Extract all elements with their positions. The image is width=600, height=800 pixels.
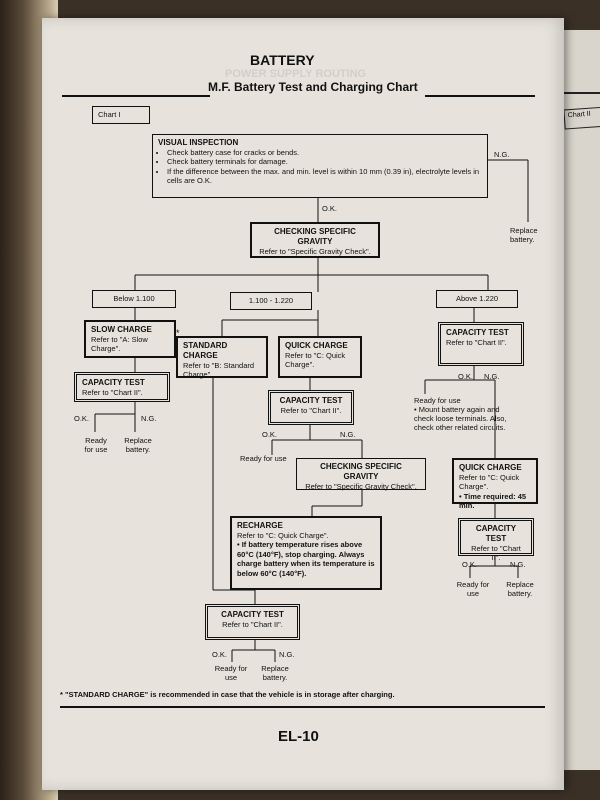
quick-charge-time-text: Time required: 45 min. xyxy=(459,491,527,511)
visual-inspection-item: Check battery terminals for damage. xyxy=(167,157,482,166)
ok-label: O.K. xyxy=(458,372,474,381)
quick-charge-heading: QUICK CHARGE xyxy=(285,341,348,350)
capacity-test-box-mid: CAPACITY TEST Refer to "Chart II". xyxy=(268,390,354,425)
footnote: * "STANDARD CHARGE" is recommended in ca… xyxy=(60,690,395,699)
specific-gravity-heading: CHECKING SPECIFIC GRAVITY xyxy=(320,462,402,481)
standard-charge-ref: Refer to "B: Standard Charge". xyxy=(183,361,255,380)
slow-charge-heading: SLOW CHARGE xyxy=(91,325,152,334)
quick-charge-heading: QUICK CHARGE xyxy=(459,463,522,472)
recharge-ref: Refer to "C: Quick Charge". xyxy=(237,531,329,540)
bleed-through-text: POWER SUPPLY ROUTING xyxy=(225,68,367,80)
range-above-box: Above 1.220 xyxy=(436,290,518,308)
capacity-test-heading: CAPACITY TEST xyxy=(221,610,284,619)
capacity-test-ref: Refer to "Chart II". xyxy=(471,544,521,563)
capacity-test-heading: CAPACITY TEST xyxy=(279,396,343,405)
ng-label: N.G. xyxy=(494,150,510,159)
ng-label: N.G. xyxy=(340,430,356,439)
ready-for-use-label: Ready for use xyxy=(456,580,490,598)
ready-note-text: Mount battery again and check loose term… xyxy=(414,405,507,432)
visual-inspection-list: Check battery case for cracks or bends. … xyxy=(158,148,482,186)
specific-gravity-ref: Refer to "Specific Gravity Check". xyxy=(305,482,417,491)
recharge-note-text: If battery temperature rises above 60°C … xyxy=(237,540,375,578)
facing-page-rule xyxy=(558,92,600,94)
capacity-test-box-bottom: CAPACITY TEST Refer to "Chart II". xyxy=(205,604,300,640)
visual-inspection-heading: VISUAL INSPECTION xyxy=(158,138,239,147)
standard-charge-box: STANDARD CHARGE Refer to "B: Standard Ch… xyxy=(176,336,268,380)
quick-charge-ref: Refer to "C: Quick Charge". xyxy=(285,351,346,370)
manual-page xyxy=(42,18,564,790)
replace-battery-label: Replace battery. xyxy=(506,580,534,598)
capacity-test-box-right: CAPACITY TEST Refer to "Chart II". xyxy=(458,518,534,562)
recharge-heading: RECHARGE xyxy=(237,521,283,530)
chart-label-box: Chart I xyxy=(92,106,150,124)
ng-label: N.G. xyxy=(141,414,157,423)
ok-label: O.K. xyxy=(212,650,228,659)
ng-label: N.G. xyxy=(510,560,526,569)
ng-label: N.G. xyxy=(279,650,295,659)
chart-subtitle: M.F. Battery Test and Charging Chart xyxy=(208,80,418,94)
visual-inspection-box: VISUAL INSPECTION Check battery case for… xyxy=(152,134,488,198)
specific-gravity-ref: Refer to "Specific Gravity Check". xyxy=(259,247,371,256)
capacity-test-box-above: CAPACITY TEST Refer to "Chart II". xyxy=(438,322,524,366)
ready-for-use-label: Ready for use xyxy=(240,454,287,463)
replace-battery-label: Replace battery. xyxy=(261,664,289,682)
replace-battery-label: Replace battery. xyxy=(124,436,152,454)
standard-charge-heading: STANDARD CHARGE xyxy=(183,341,228,360)
quick-charge-box-2: QUICK CHARGE Refer to "C: Quick Charge".… xyxy=(452,458,538,510)
replace-battery-label: Replace battery. xyxy=(510,226,538,244)
capacity-test-ref: Refer to "Chart II". xyxy=(222,620,283,629)
slow-charge-box: SLOW CHARGE Refer to "A: Slow Charge". xyxy=(84,320,176,358)
specific-gravity-heading: CHECKING SPECIFIC GRAVITY xyxy=(274,227,356,246)
ready-for-use-label: Ready for use xyxy=(214,664,248,682)
quick-charge-box-1: QUICK CHARGE Refer to "C: Quick Charge". xyxy=(278,336,362,378)
specific-gravity-box-2: CHECKING SPECIFIC GRAVITY Refer to "Spec… xyxy=(296,458,426,491)
ok-label: O.K. xyxy=(262,430,278,439)
capacity-test-box-left: CAPACITY TEST Refer to "Chart II". xyxy=(74,372,170,402)
ready-for-use-note: Ready for use • Mount battery again and … xyxy=(414,396,510,432)
ng-label: N.G. xyxy=(484,372,500,381)
chart-label: Chart I xyxy=(98,110,121,119)
quick-charge-time: • Time required: 45 min. xyxy=(459,491,527,511)
quick-charge-ref: Refer to "C: Quick Charge". xyxy=(459,473,520,492)
range-below: Below 1.100 xyxy=(113,294,155,303)
ready-note-item: • Mount battery again and check loose te… xyxy=(414,405,507,432)
range-middle-box: 1.100 - 1.220 xyxy=(230,292,312,310)
capacity-test-ref: Refer to "Chart II". xyxy=(280,406,342,415)
ready-for-use-label: Ready for use xyxy=(84,436,108,454)
capacity-test-ref: Refer to "Chart II". xyxy=(82,388,143,397)
capacity-test-heading: CAPACITY TEST xyxy=(82,378,145,387)
visual-inspection-item: Check battery case for cracks or bends. xyxy=(167,148,482,157)
range-middle: 1.100 - 1.220 xyxy=(248,296,294,305)
slow-charge-ref: Refer to "A: Slow Charge". xyxy=(91,335,148,354)
range-above: Above 1.220 xyxy=(455,294,499,303)
title-rule-right xyxy=(425,95,535,97)
range-below-box: Below 1.100 xyxy=(92,290,176,308)
page-title: BATTERY xyxy=(250,52,315,68)
ok-label: O.K. xyxy=(462,560,478,569)
recharge-note: • If battery temperature rises above 60°… xyxy=(237,540,375,578)
visual-inspection-item: If the difference between the max. and m… xyxy=(167,167,482,186)
page-number: EL-10 xyxy=(278,728,319,745)
asterisk-mark: * xyxy=(176,328,180,338)
ready-note-heading: Ready for use xyxy=(414,396,461,405)
ok-label: O.K. xyxy=(74,414,90,423)
recharge-box: RECHARGE Refer to "C: Quick Charge". • I… xyxy=(230,516,382,590)
capacity-test-ref: Refer to "Chart II". xyxy=(446,338,507,347)
ok-label: O.K. xyxy=(322,204,338,213)
capacity-test-heading: CAPACITY TEST xyxy=(475,524,517,543)
title-rule-left xyxy=(62,95,210,97)
capacity-test-heading: CAPACITY TEST xyxy=(446,328,509,337)
specific-gravity-box-1: CHECKING SPECIFIC GRAVITY Refer to "Spec… xyxy=(250,222,380,258)
